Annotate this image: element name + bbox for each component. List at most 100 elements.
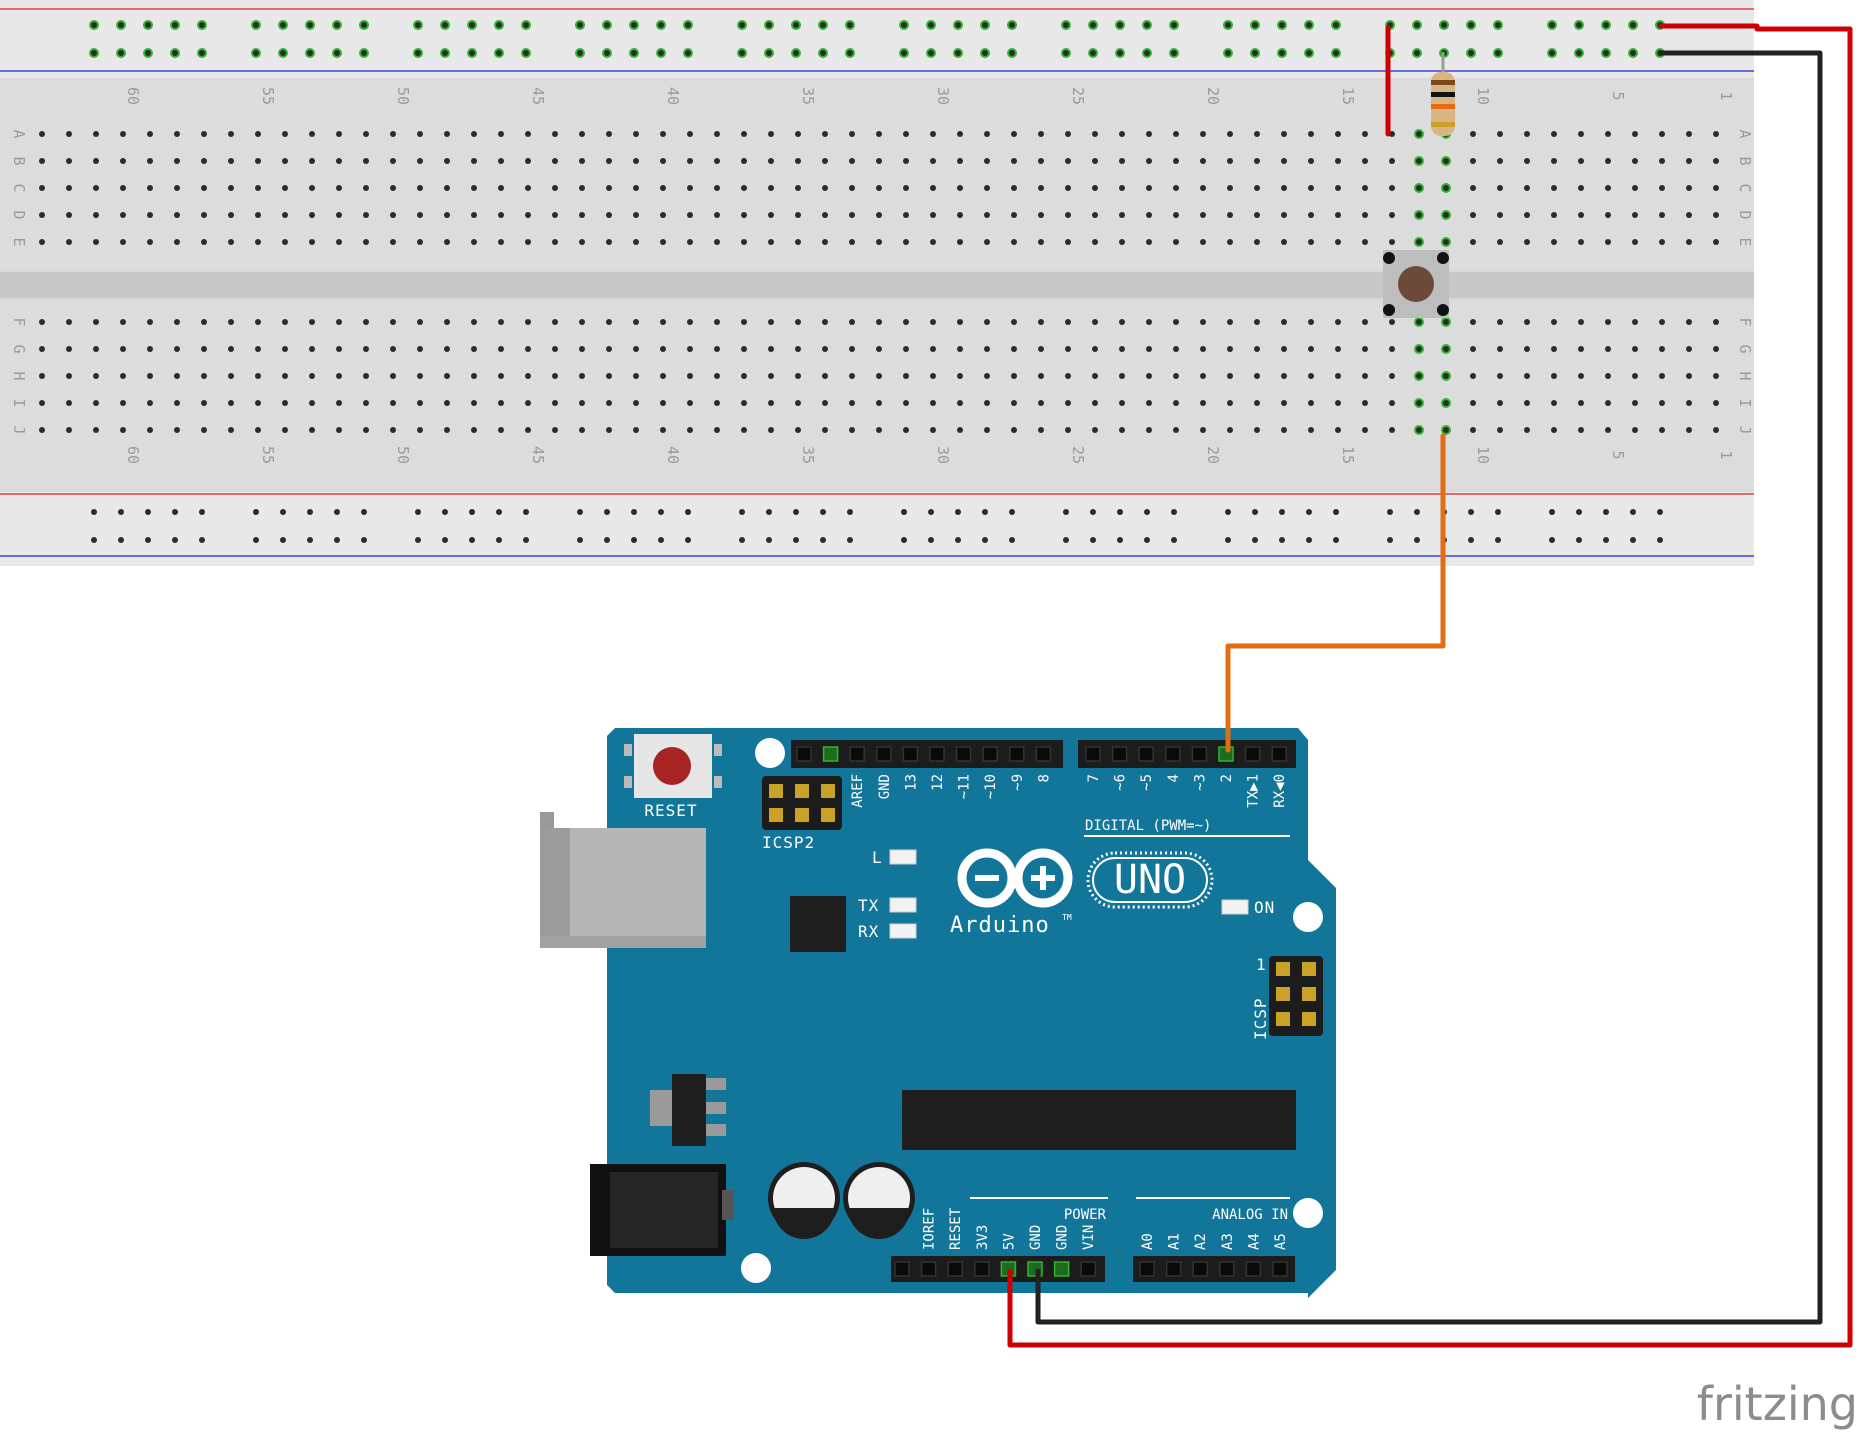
breadboard-hole[interactable] [1038,373,1044,379]
breadboard-hole[interactable] [93,212,99,218]
breadboard-hole[interactable] [417,158,423,164]
breadboard-hole[interactable] [174,185,180,191]
breadboard-hole[interactable] [1713,346,1719,352]
breadboard-hole[interactable] [282,239,288,245]
breadboard-hole[interactable] [957,400,963,406]
breadboard-hole[interactable] [1578,427,1584,433]
breadboard-hole[interactable] [93,427,99,433]
rail-hole[interactable] [1549,537,1555,543]
breadboard-hole[interactable] [1173,239,1179,245]
breadboard-hole[interactable] [984,212,990,218]
breadboard-hole[interactable] [525,319,531,325]
breadboard-hole[interactable] [1173,212,1179,218]
header-pin-socket[interactable] [796,746,812,762]
icsp-pin[interactable] [1276,1012,1290,1026]
rail-hole[interactable] [1225,50,1231,56]
breadboard-hole[interactable] [1200,212,1206,218]
rail-hole[interactable] [1630,22,1636,28]
header-pin-socket[interactable] [1191,746,1208,762]
breadboard-hole[interactable] [525,427,531,433]
breadboard-hole[interactable] [795,212,801,218]
breadboard-hole[interactable] [1524,185,1530,191]
wire-orange-button-to-pin2[interactable] [1225,433,1446,753]
rail-hole[interactable] [172,509,178,515]
breadboard-hole[interactable] [1119,239,1125,245]
breadboard-hole[interactable] [552,239,558,245]
breadboard-hole[interactable] [93,131,99,137]
breadboard-hole[interactable] [1308,346,1314,352]
breadboard-hole[interactable] [336,319,342,325]
breadboard-hole[interactable] [471,373,477,379]
breadboard-hole[interactable] [606,346,612,352]
rail-hole[interactable] [955,537,961,543]
breadboard-hole[interactable] [1146,427,1152,433]
rail-hole[interactable] [523,537,529,543]
breadboard-hole[interactable] [660,319,666,325]
breadboard-hole[interactable] [174,400,180,406]
breadboard-hole[interactable] [363,373,369,379]
breadboard-hole[interactable] [741,346,747,352]
breadboard-hole[interactable] [1254,427,1260,433]
breadboard-hole[interactable] [957,373,963,379]
breadboard-hole[interactable] [1416,319,1422,325]
breadboard-hole[interactable] [1254,346,1260,352]
breadboard-hole[interactable] [876,239,882,245]
rail-hole[interactable] [361,50,367,56]
breadboard-hole[interactable] [1065,212,1071,218]
breadboard-hole[interactable] [768,158,774,164]
breadboard-hole[interactable] [444,319,450,325]
rail-hole[interactable] [280,537,286,543]
breadboard-hole[interactable] [1632,131,1638,137]
breadboard-hole[interactable] [444,427,450,433]
breadboard-hole[interactable] [876,212,882,218]
breadboard-hole[interactable] [768,400,774,406]
breadboard-hole[interactable] [984,427,990,433]
breadboard-hole[interactable] [525,158,531,164]
rail-hole[interactable] [280,50,286,56]
breadboard-hole[interactable] [93,239,99,245]
breadboard-hole[interactable] [1200,400,1206,406]
breadboard-hole[interactable] [1443,373,1449,379]
breadboard-hole[interactable] [1659,346,1665,352]
rail-hole[interactable] [307,22,313,28]
breadboard-hole[interactable] [1416,185,1422,191]
breadboard-hole[interactable] [147,400,153,406]
breadboard-hole[interactable] [552,346,558,352]
breadboard-hole[interactable] [660,131,666,137]
rail-hole[interactable] [307,50,313,56]
rail-hole[interactable] [280,509,286,515]
breadboard-hole[interactable] [471,212,477,218]
breadboard-hole[interactable] [768,373,774,379]
breadboard-hole[interactable] [1227,158,1233,164]
breadboard-hole[interactable] [66,400,72,406]
breadboard-hole[interactable] [309,346,315,352]
breadboard-hole[interactable] [1470,319,1476,325]
breadboard-hole[interactable] [336,373,342,379]
rail-hole[interactable] [334,509,340,515]
breadboard-hole[interactable] [363,131,369,137]
rail-hole[interactable] [766,537,772,543]
rail-hole[interactable] [631,509,637,515]
rail-hole[interactable] [442,537,448,543]
breadboard-hole[interactable] [1308,131,1314,137]
icsp2-pin[interactable] [769,784,783,798]
breadboard-hole[interactable] [1254,158,1260,164]
header-pin-socket[interactable] [876,746,892,762]
breadboard-hole[interactable] [579,400,585,406]
rail-hole[interactable] [1468,50,1474,56]
breadboard-hole[interactable] [1119,158,1125,164]
breadboard-hole[interactable] [471,427,477,433]
rail-hole[interactable] [820,537,826,543]
breadboard-hole[interactable] [1227,239,1233,245]
breadboard-hole[interactable] [903,212,909,218]
breadboard-hole[interactable] [309,158,315,164]
breadboard-hole[interactable] [1524,427,1530,433]
breadboard-hole[interactable] [1119,185,1125,191]
breadboard-hole[interactable] [363,346,369,352]
breadboard-hole[interactable] [1551,212,1557,218]
breadboard-hole[interactable] [1200,185,1206,191]
header-pin-socket[interactable] [902,746,919,762]
rail-hole[interactable] [1414,537,1420,543]
breadboard-hole[interactable] [444,239,450,245]
breadboard-hole[interactable] [147,346,153,352]
